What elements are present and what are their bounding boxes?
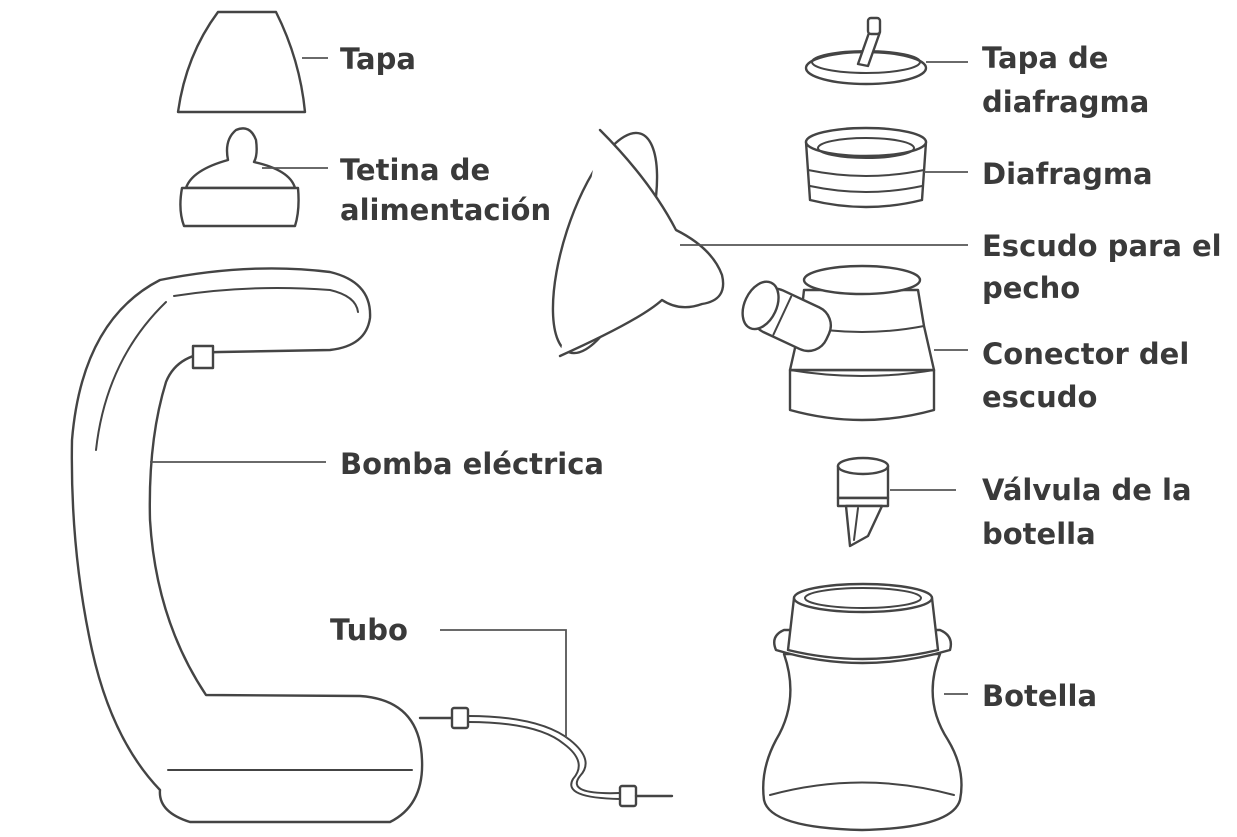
electric-pump-label: Bomba eléctrica	[340, 447, 604, 481]
shield-connector-label-line2: escudo	[982, 380, 1097, 414]
bottle-valve-part	[836, 456, 890, 548]
bottle-valve-label-line2: botella	[982, 517, 1096, 551]
tube-label: Tubo	[330, 613, 408, 647]
cap-part	[176, 10, 307, 114]
cap-label: Tapa	[340, 42, 416, 76]
diaphragm-part	[804, 126, 928, 209]
breast-shield-part	[551, 128, 725, 358]
electric-pump-part	[70, 267, 424, 824]
nipple-label-line2: alimentación	[340, 193, 551, 227]
nipple-label-line1: Tetina de	[340, 153, 490, 187]
shield-connector-label-line1: Conector del	[982, 337, 1189, 371]
tube-leader	[440, 629, 567, 738]
diaphragm-cap-label-line1: Tapa de	[982, 41, 1108, 75]
diaphragm-label: Diafragma	[982, 157, 1153, 191]
nipple-part	[179, 127, 300, 228]
bottle-part	[762, 582, 963, 832]
bottle-label: Botella	[982, 679, 1097, 713]
breast-shield-label-line1: Escudo para el	[982, 229, 1222, 263]
breast-shield-label-line2: pecho	[982, 271, 1080, 305]
diaphragm-cap-label-line2: diafragma	[982, 85, 1149, 119]
diaphragm-cap-part	[804, 16, 928, 86]
shield-connector-part	[741, 264, 936, 422]
bottle-valve-label-line1: Válvula de la	[982, 473, 1192, 507]
tube-part	[418, 706, 674, 808]
